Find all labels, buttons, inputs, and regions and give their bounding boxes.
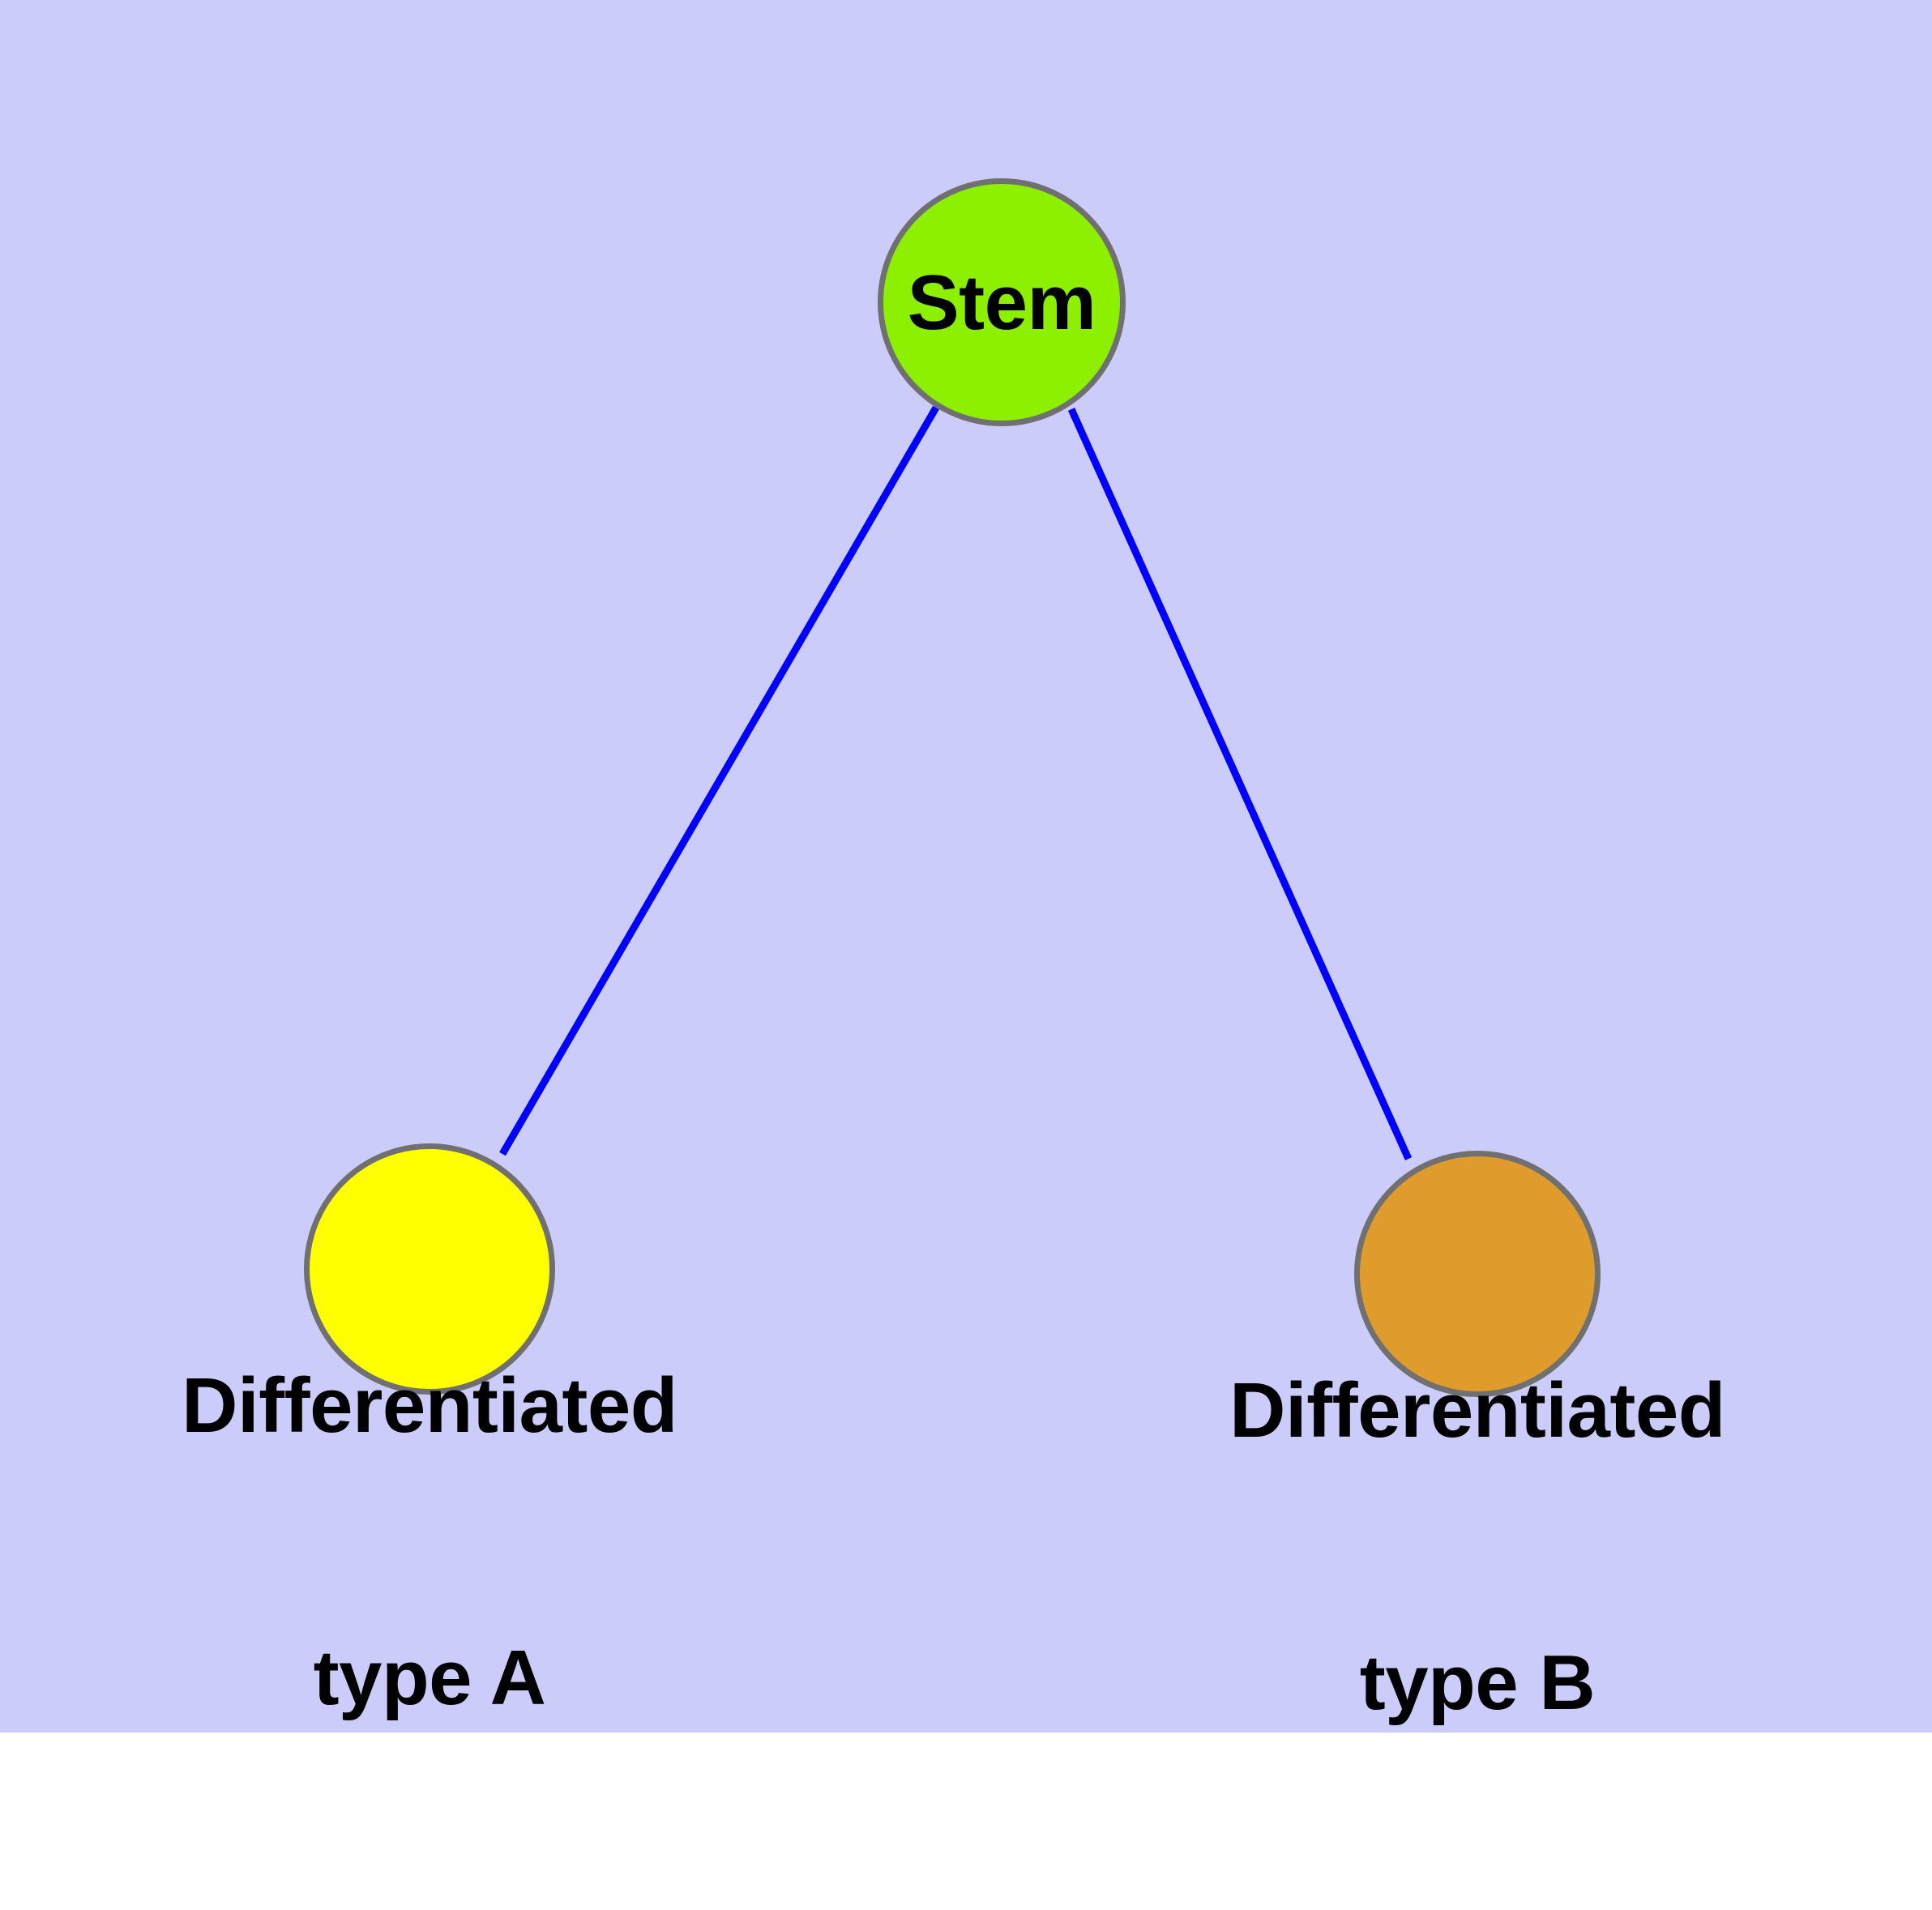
edge-stem-to-differentiated-type-b	[1067, 408, 1413, 1160]
node-stem-label: Stem	[907, 259, 1096, 346]
node-differentiated-type-b-label-line1: Differentiated	[1229, 1367, 1725, 1454]
node-differentiated-type-b[interactable]	[1354, 1151, 1601, 1397]
node-differentiated-type-a-label-line1: Differentiated	[182, 1362, 677, 1449]
graph-canvas: Stem Differentiated type A Differentiate…	[0, 0, 1932, 1733]
node-differentiated-type-b-label: Differentiated type B	[991, 1184, 1932, 1910]
edge-layer	[499, 405, 1413, 1160]
edge-stem-to-differentiated-type-a	[499, 405, 939, 1156]
node-differentiated-type-a[interactable]	[304, 1143, 555, 1395]
node-differentiated-type-b-label-line2: type B	[1359, 1639, 1596, 1726]
node-differentiated-type-a-label: Differentiated type A	[0, 1179, 916, 1905]
node-differentiated-type-a-label-line2: type A	[313, 1634, 546, 1721]
node-stem[interactable]	[878, 178, 1126, 426]
